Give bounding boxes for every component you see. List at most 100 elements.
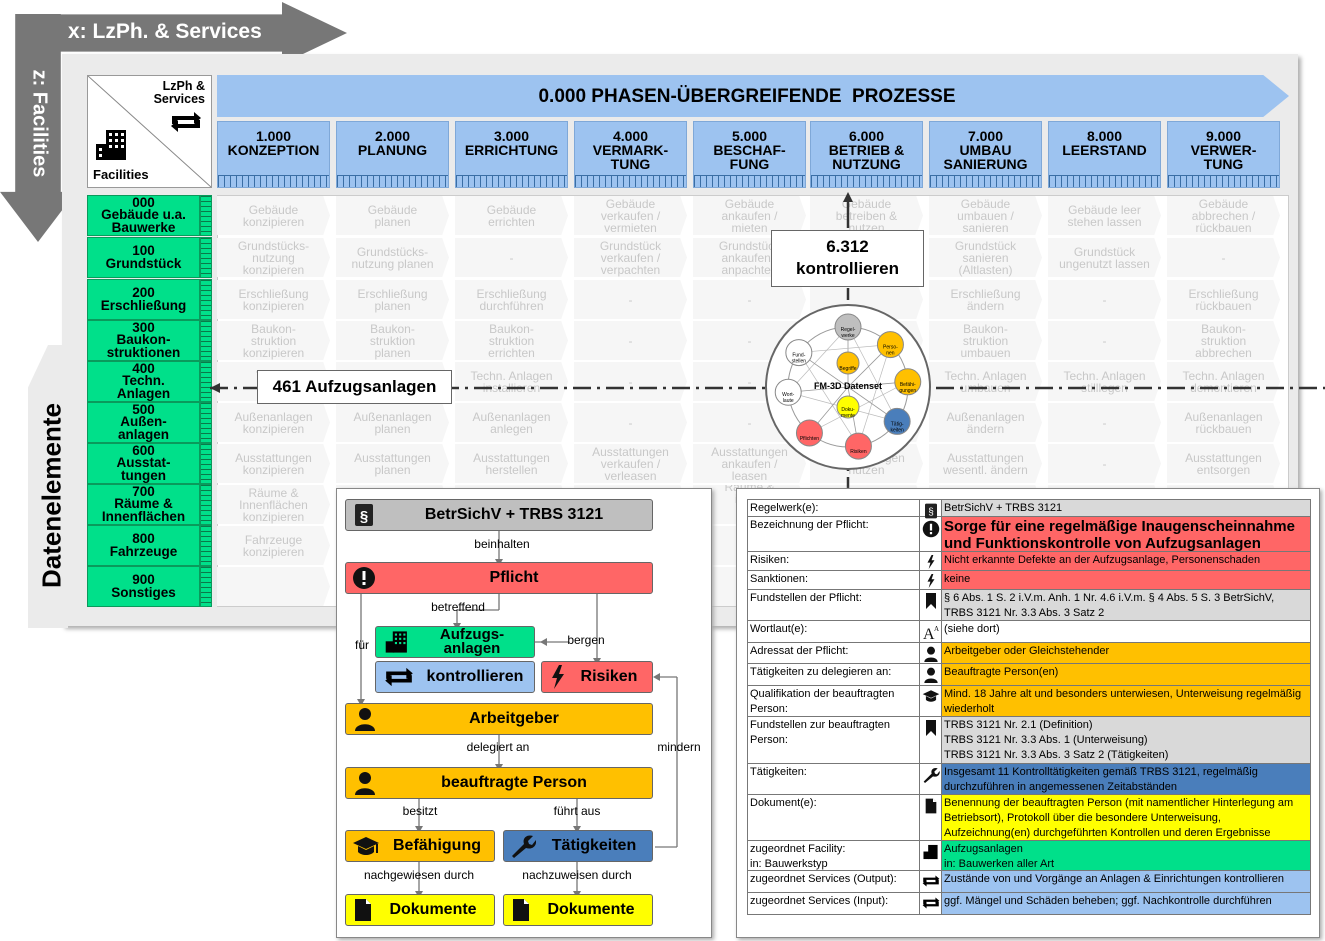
document-node-1: Dokumente xyxy=(345,894,495,926)
table-row: zugeordnet Services (Input):ggf. Mängel … xyxy=(747,893,1311,915)
wheel-link xyxy=(798,344,891,353)
process-cell-label: Gebäude verkaufen / vermieten xyxy=(600,196,661,235)
table-row: Risiken:Nicht erkannte Defekte an der Au… xyxy=(747,552,1311,571)
banner xyxy=(217,75,1289,117)
phase-header: 8.000 LEERSTAND xyxy=(1048,121,1161,188)
process-cell: Ausstattungen ankaufen / leasen xyxy=(693,444,806,483)
wheel-node-label: Regel- xyxy=(841,327,856,333)
corner-bottom-label: Facilities xyxy=(93,167,149,182)
bookmark-icon xyxy=(920,717,942,763)
facility-label: 900 Sonstiges xyxy=(111,572,176,600)
corner-diagonal xyxy=(88,76,211,187)
process-cell-label: Gebäude leer stehen lassen xyxy=(1067,202,1142,229)
table-key: Sanktionen: xyxy=(748,571,920,589)
facility-row-header: 800 Fahrzeuge xyxy=(87,525,200,566)
process-cell-label: Grundstück ungenutzt lassen xyxy=(1059,244,1150,271)
facility-label: 500 Außen- anlagen xyxy=(117,401,169,442)
x-axis-label: x: LzPh. & Services xyxy=(68,20,262,43)
process-cell: Techn. Anlagen stilllegen xyxy=(1048,362,1161,401)
building-icon xyxy=(96,130,126,160)
process-cell-label: Erschließung rückbauen xyxy=(1188,286,1259,313)
process-cell: Gebäude verkaufen / vermieten xyxy=(574,196,687,235)
process-cell-label: Erschließung planen xyxy=(357,286,428,313)
table-value: Aufzugsanlagen in: Bauwerken aller Art xyxy=(942,841,1310,870)
process-cell: Baukon- struktion konzipieren xyxy=(217,321,330,360)
process-cell: - xyxy=(574,280,687,319)
z-axis-label: z: Facilities xyxy=(28,69,51,178)
wheel-node-label: mente xyxy=(841,413,855,419)
svg-text:A: A xyxy=(934,625,939,633)
process-cell: Ausstattungen herstellen xyxy=(455,444,568,483)
process-cell-label: Erschließung ändern xyxy=(950,286,1021,313)
building-icon xyxy=(385,631,407,653)
table-key: Dokument(e): xyxy=(748,795,920,840)
process-cell: Außenanlagen rückbauen xyxy=(1167,403,1280,442)
wheel-node-label: gungen xyxy=(899,388,916,394)
wheel-node xyxy=(876,331,904,359)
process-cell-label: Baukon- struktion umbauen xyxy=(960,321,1011,360)
process-cell-label: - xyxy=(628,292,633,307)
table-row: zugeordnet Services (Output):Zustände vo… xyxy=(747,871,1311,893)
phase-ruler xyxy=(575,175,686,187)
person-icon xyxy=(355,708,375,731)
table-key: Qualifikation der beauftragten Person: xyxy=(748,686,920,716)
table-key: Regelwerk(e): xyxy=(748,500,920,516)
banner-title: 0.000 PHASEN-ÜBERGREIFENDE PROZESSE xyxy=(538,86,956,107)
process-cell-label: - xyxy=(628,374,633,389)
table-value: keine xyxy=(942,571,1310,589)
wrench-icon xyxy=(512,835,536,858)
wheel-node xyxy=(836,395,860,419)
process-cell xyxy=(217,567,330,606)
table-key: zugeordnet Services (Input): xyxy=(748,893,920,914)
delegate-node: beauftragte Person xyxy=(345,767,653,799)
process-cell: Gebäude errichten xyxy=(455,196,568,235)
graduation-icon xyxy=(353,837,379,855)
facility-row-header: 700 Räume & Innenflächen xyxy=(87,484,200,525)
facility-label: 700 Räume & Innenflächen xyxy=(101,483,186,524)
table-value: BetrSichV + TRBS 3121 xyxy=(942,500,1310,516)
flow-connectors xyxy=(357,530,678,898)
document-label-2: Dokumente xyxy=(547,901,635,918)
process-cell-label: - xyxy=(747,333,752,348)
process-cell: Grundstück sanieren (Altlasten) xyxy=(929,238,1042,277)
process-cell-label: - xyxy=(747,374,752,389)
process-cell: - xyxy=(574,403,687,442)
edge-mindern: mindern xyxy=(657,740,701,754)
qualification-label: Befähigung xyxy=(393,837,481,854)
table-row: Fundstellen der Pflicht:§ 6 Abs. 1 S. 2 … xyxy=(747,590,1311,621)
process-cell-label: - xyxy=(1221,250,1226,265)
process-cell-label: Baukon- struktion planen xyxy=(369,321,416,360)
cycle-icon xyxy=(385,667,413,687)
facility-ruler xyxy=(200,195,212,236)
phase-label: 9.000 VERWER- TUNG xyxy=(1190,128,1257,172)
facility-ruler xyxy=(200,525,212,566)
process-cell-label: Grundstück sanieren (Altlasten) xyxy=(954,238,1017,277)
process-cell: Erschließung planen xyxy=(336,280,449,319)
process-cell-label: Ausstattungen planen xyxy=(354,450,431,477)
table-value: Sorge für eine regelmäßige Inaugenschein… xyxy=(942,517,1310,552)
phase-header: 5.000 BESCHAF- FUNG xyxy=(693,121,806,188)
facility-label: 800 Fahrzeuge xyxy=(109,531,178,559)
activity-callout: 6.312 kontrollieren xyxy=(771,230,924,287)
process-cell-label: Gebäude errichten xyxy=(486,202,537,229)
graduation-icon xyxy=(920,686,942,716)
process-cell: Fahrzeuge konzipieren xyxy=(217,526,330,565)
table-key: Bezeichnung der Pflicht: xyxy=(748,517,920,551)
process-cell: Erschließung konzipieren xyxy=(217,280,330,319)
wheel-link xyxy=(847,326,898,422)
wheel-node xyxy=(785,339,813,367)
facility-label: 600 Ausstat- tungen xyxy=(116,442,171,483)
wheel-node-label: Begriffe xyxy=(839,366,856,372)
delegate-label: beauftragte Person xyxy=(441,774,587,791)
phase-header: 1.000 KONZEPTION xyxy=(217,121,330,188)
phase-label: 8.000 LEERSTAND xyxy=(1062,128,1147,158)
table-value: Nicht erkannte Defekte an der Aufzugsanl… xyxy=(942,552,1310,570)
wheel-node-label: Risiken xyxy=(850,449,867,455)
facility-row-header: 400 Techn. Anlagen xyxy=(87,361,200,402)
rule-label: BetrSichV + TRBS 3121 xyxy=(424,506,604,523)
process-cell: Gebäude ankaufen / mieten xyxy=(693,196,806,235)
process-cell: Gebäude leer stehen lassen xyxy=(1048,196,1161,235)
wheel-node xyxy=(836,351,860,375)
